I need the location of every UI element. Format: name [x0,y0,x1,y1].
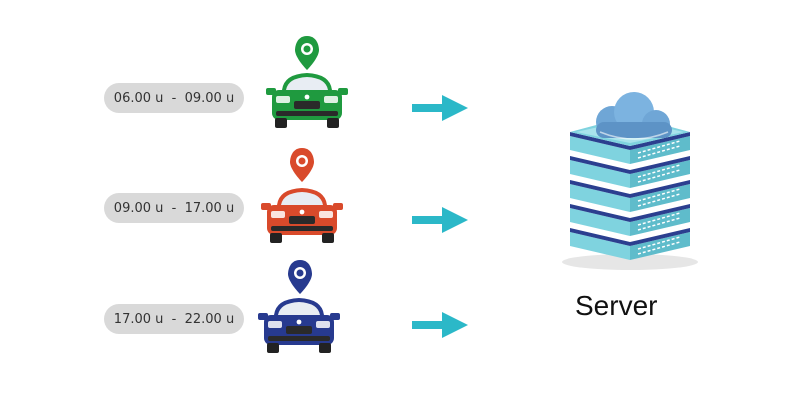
map-pin-icon [288,260,312,294]
car-row-morning [266,36,348,128]
arrow-right-icon [412,207,468,233]
car-icon [266,73,348,128]
time-pill-day: 09.00 u - 17.00 u [104,193,244,223]
time-pill-morning: 06.00 u - 09.00 u [104,83,244,113]
car-row-evening [258,260,340,353]
arrow-right-icon [412,312,468,338]
server-label: Server [575,290,658,321]
car-icon [258,298,340,353]
arrow-right-icon [412,95,468,121]
car-icon [261,188,343,243]
time-pill-evening: 17.00 u - 22.00 u [104,304,244,334]
map-pin-icon [295,36,319,70]
cloud-server-icon [562,92,698,270]
car-row-day [261,148,343,243]
map-pin-icon [290,148,314,182]
